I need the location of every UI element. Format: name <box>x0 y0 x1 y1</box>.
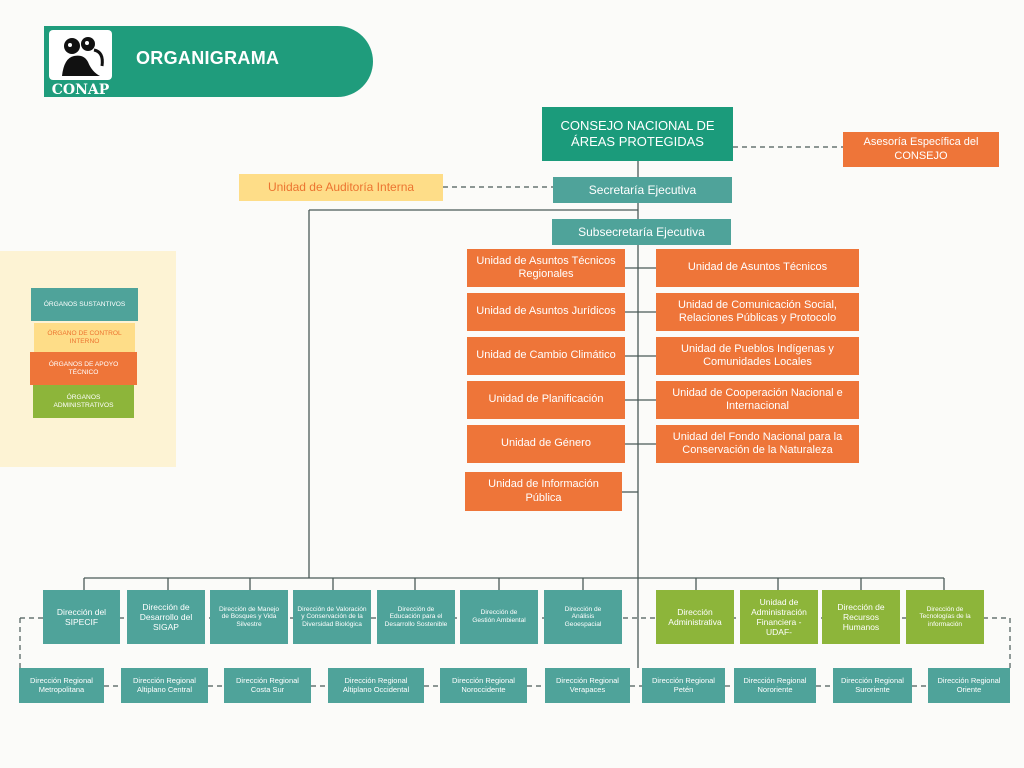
unit-fondo-nacional: Unidad del Fondo Nacional para la Conser… <box>656 425 859 463</box>
legend-item-sustantivos: ÓRGANOS SUSTANTIVOS <box>31 288 138 321</box>
regional-noroccidente: Dirección Regional Noroccidente <box>440 668 527 703</box>
regional-costa-sur: Dirección Regional Costa Sur <box>224 668 311 703</box>
page-title: ORGANIGRAMA <box>136 48 280 68</box>
regional-verapaces: Dirección Regional Verapaces <box>545 668 630 703</box>
legend-item-control-interno: ÓRGANO DE CONTROL INTERNO <box>34 323 135 353</box>
unit-informacion-publica: Unidad de Información Pública <box>465 472 622 511</box>
logo-text: CONAP <box>51 82 110 98</box>
subsecretaria-box: Subsecretaría Ejecutiva <box>552 219 731 245</box>
monkey-icon <box>49 30 112 80</box>
direction-administrativa: Dirección Administrativa <box>656 590 734 644</box>
unit-tecnicos-regionales: Unidad de Asuntos Técnicos Regionales <box>467 249 625 287</box>
regional-altiplano-central: Dirección Regional Altiplano Central <box>121 668 208 703</box>
direction-diversidad: Dirección de Valoración y Conservación d… <box>293 590 371 644</box>
direction-recursos-humanos: Dirección de Recursos Humanos <box>822 590 900 644</box>
direction-sigap: Dirección de Desarrollo del SIGAP <box>127 590 205 644</box>
direction-udaf: Unidad de Administración Financiera -UDA… <box>740 590 818 644</box>
legend-item-apoyo-tecnico: ÓRGANOS DE APOYO TÉCNICO <box>30 352 137 385</box>
unit-planificacion: Unidad de Planificación <box>467 381 625 419</box>
regional-suroriente: Dirección Regional Suroriente <box>833 668 912 703</box>
direction-educacion: Dirección de Educación para el Desarroll… <box>377 590 455 644</box>
unit-comunicacion-social: Unidad de Comunicación Social, Relacione… <box>656 293 859 331</box>
unit-pueblos-indigenas: Unidad de Pueblos Indígenas y Comunidade… <box>656 337 859 375</box>
unit-juridicos: Unidad de Asuntos Jurídicos <box>467 293 625 331</box>
secretaria-box: Secretaría Ejecutiva <box>553 177 732 203</box>
direction-sipecif: Dirección del SIPECIF <box>43 590 120 644</box>
regional-peten: Dirección Regional Petén <box>642 668 725 703</box>
regional-oriente: Dirección Regional Oriente <box>928 668 1010 703</box>
legend-panel: ÓRGANOS SUSTANTIVOS ÓRGANO DE CONTROL IN… <box>0 251 176 467</box>
conap-logo: CONAP <box>44 26 117 98</box>
asesoria-box: Asesoría Específica del CONSEJO <box>843 132 999 167</box>
unit-cooperacion: Unidad de Cooperación Nacional e Interna… <box>656 381 859 419</box>
auditoria-box: Unidad de Auditoría Interna <box>239 174 443 201</box>
direction-gestion-ambiental: Dirección de Gestión Ambiental <box>460 590 538 644</box>
direction-tecnologias: Dirección de Tecnologías de la informaci… <box>906 590 984 644</box>
regional-nororiente: Dirección Regional Nororiente <box>734 668 816 703</box>
unit-genero: Unidad de Género <box>467 425 625 463</box>
unit-cambio-climatico: Unidad de Cambio Climático <box>467 337 625 375</box>
direction-geoespacial: Dirección de Análisis Geoespacial <box>544 590 622 644</box>
unit-asuntos-tecnicos: Unidad de Asuntos Técnicos <box>656 249 859 287</box>
regional-metropolitana: Dirección Regional Metropolitana <box>19 668 104 703</box>
legend-item-administrativos: ÓRGANOS ADMINISTRATIVOS <box>33 385 134 418</box>
regional-altiplano-occidental: Dirección Regional Altiplano Occidental <box>328 668 424 703</box>
consejo-box: CONSEJO NACIONAL DE ÁREAS PROTEGIDAS <box>542 107 733 161</box>
direction-bosques: Dirección de Manejo de Bosques y Vida Si… <box>210 590 288 644</box>
